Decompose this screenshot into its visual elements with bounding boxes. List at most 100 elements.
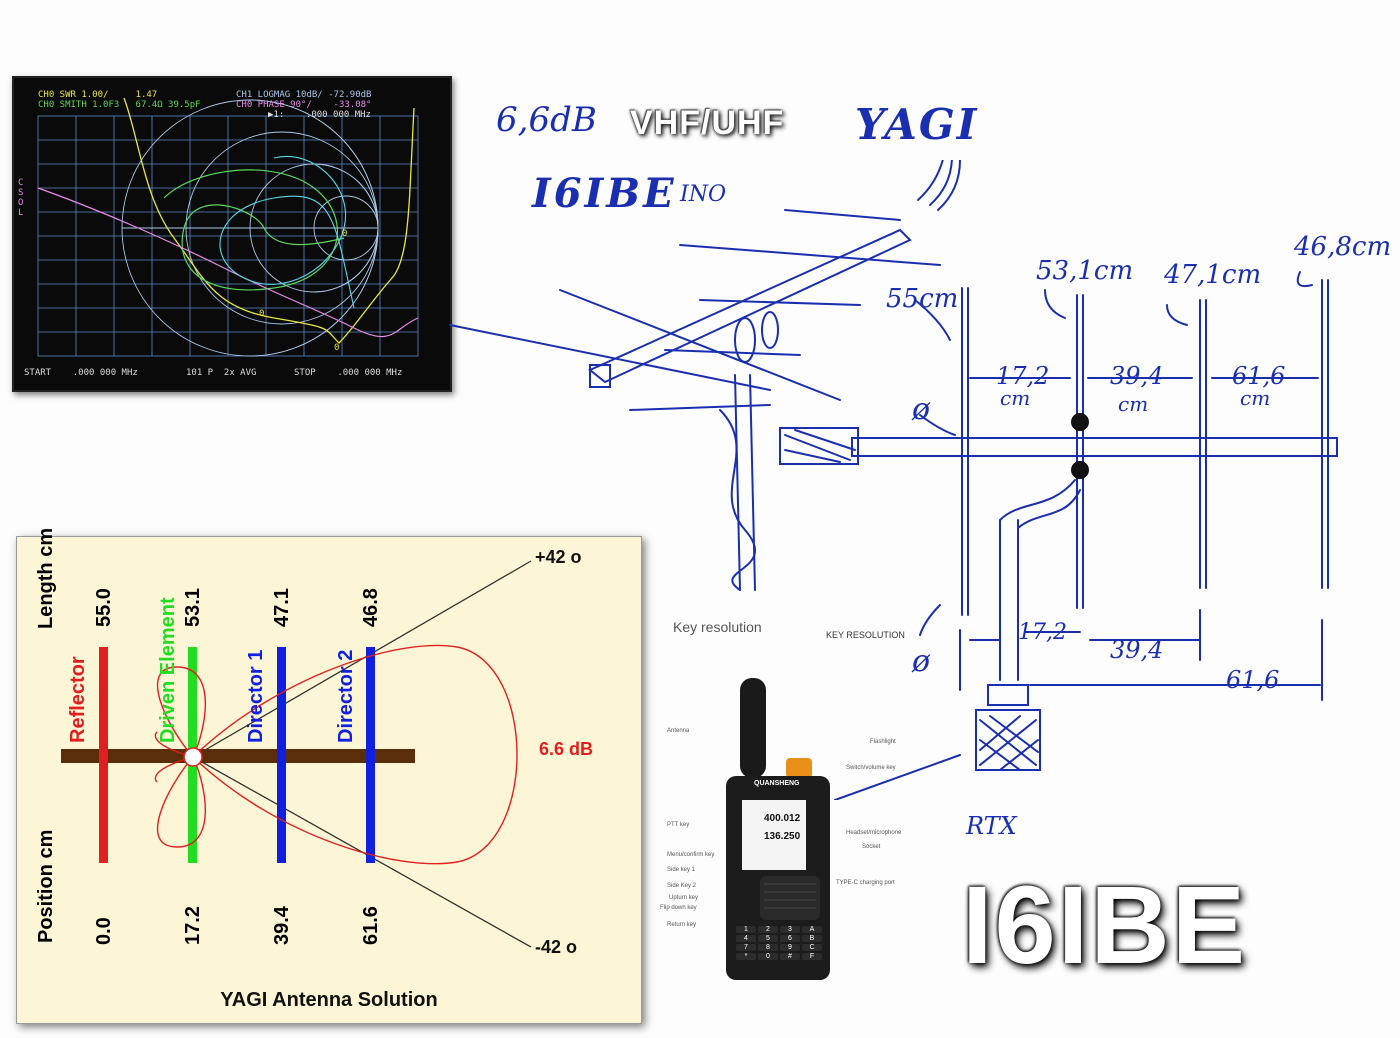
logmag-trace <box>163 169 345 291</box>
side-boom <box>851 437 1338 457</box>
length-value-director1: 47.1 <box>271 588 293 627</box>
position-value-director2: 61.6 <box>360 906 382 945</box>
callout-headset: Headset/microphone <box>846 830 902 836</box>
key-resolution-heading: Key resolution <box>673 619 762 635</box>
key-resolution-heading-right: KEY RESOLUTION <box>826 630 905 640</box>
spacing-top-2: 39,4 <box>1110 362 1164 390</box>
key-8[interactable]: 8 <box>758 944 778 951</box>
smith-chart <box>121 99 379 357</box>
handwritten-callsign: I6IBE <box>532 170 677 217</box>
position-value-director1: 39.4 <box>271 906 293 945</box>
phi-bottom: ø <box>912 644 931 679</box>
key-a[interactable]: A <box>802 926 822 933</box>
connector <box>975 709 1041 771</box>
handwritten-ino: INO <box>680 182 726 207</box>
phi-top: ø <box>912 392 931 427</box>
perspective-element <box>449 324 771 391</box>
callout-side1: Side key 1 <box>667 867 696 873</box>
headline-type: YAGI <box>855 100 979 149</box>
key-f[interactable]: F <box>802 953 822 960</box>
vna-smith-readout: CH0 SMITH 1.0F3 67.4Ω 39.5pF <box>38 100 201 110</box>
coax-cable <box>999 519 1019 681</box>
solution-director1 <box>277 647 286 863</box>
callout-switch: Switch/volume key <box>846 765 896 771</box>
label-driven: Driven Element <box>157 597 179 743</box>
callout-antenna: Antenna <box>667 728 690 734</box>
spacing-bottom-2: 39,4 <box>1110 636 1164 664</box>
rtx-label: RTX <box>966 812 1017 840</box>
key-hash[interactable]: # <box>780 953 800 960</box>
vna-phase-readout: CH0 PHASE 90°/ -33.08° <box>236 100 372 110</box>
feed-point-top <box>1071 413 1089 431</box>
yagi-sketch <box>449 160 1338 800</box>
vna-swr-readout: CH0 SWR 1.00/ 1.47 <box>38 90 158 100</box>
key-9[interactable]: 9 <box>780 944 800 951</box>
callout-typec: TYPE-C charging port <box>836 880 895 886</box>
vna-start-freq: START .000 000 MHz <box>24 368 138 378</box>
key-1[interactable]: 1 <box>736 926 756 933</box>
key-4[interactable]: 4 <box>736 935 756 942</box>
length-reflector: 55cm <box>886 284 959 314</box>
callout-ptt: PTT key <box>667 822 690 828</box>
radio-keypad: 1 2 3 A 4 5 6 B 7 8 9 C * 0 # F <box>736 926 822 960</box>
angle-bottom-label: -42 o <box>535 937 578 957</box>
callout-side2: Side Key 2 <box>667 883 697 889</box>
key-star[interactable]: * <box>736 953 756 960</box>
feed-point-bottom <box>1071 461 1089 479</box>
length-director2: 46,8cm <box>1294 232 1392 262</box>
label-director2: Director 2 <box>335 649 357 743</box>
callout-return: Return key <box>667 922 697 928</box>
vna-stop-freq: STOP .000 000 MHz <box>294 368 403 378</box>
vna-points-avg: 101 P 2x AVG <box>186 368 257 378</box>
spacing-unit-3: cm <box>1240 386 1271 410</box>
radio-freq1: 400.012 <box>764 813 801 824</box>
radio-freq2: 136.250 <box>764 831 801 842</box>
perspective-boom <box>588 228 912 384</box>
key-6[interactable]: 6 <box>780 935 800 942</box>
key-7[interactable]: 7 <box>736 944 756 951</box>
key-5[interactable]: 5 <box>758 935 778 942</box>
vna-marker-freq: ▶1: .000 000 MHz <box>268 110 371 120</box>
phase-trace <box>37 187 419 338</box>
radio-antenna <box>740 678 766 778</box>
position-axis-label: Position cm <box>35 829 57 943</box>
solution-title: YAGI Antenna Solution <box>220 989 438 1011</box>
length-driven: 53,1cm <box>1036 256 1134 286</box>
vna-grid <box>37 115 419 357</box>
marker-swr: 0 <box>334 343 339 353</box>
key-3[interactable]: 3 <box>780 926 800 933</box>
vna-screen-photo: 0 0 0 CH0 SWR 1.00/ 1.47 CH0 SMITH 1.0F3… <box>12 76 452 392</box>
wave-icon <box>917 160 944 201</box>
callsign-title: I6IBE <box>962 864 1248 987</box>
spacing-unit-1: cm <box>1000 386 1031 410</box>
headline-band: VHF/UHF <box>630 104 785 142</box>
spacing-bottom-1: 17,2 <box>1018 620 1067 645</box>
length-value-director2: 46.8 <box>360 588 382 627</box>
key-b[interactable]: B <box>802 935 822 942</box>
mast <box>734 374 741 591</box>
marker-0: 0 <box>259 309 264 319</box>
feed-circle <box>183 747 203 767</box>
yagi-solution-panel: Length cm Position cm 55.0 53.1 47.1 46.… <box>16 528 642 1024</box>
vna-plot: 0 0 0 <box>37 97 419 357</box>
smith-trace <box>219 155 355 309</box>
solution-director2 <box>366 647 375 863</box>
spacing-top-3: 61,6 <box>1232 362 1286 390</box>
solution-boom <box>61 749 415 763</box>
length-director1: 47,1cm <box>1164 260 1262 290</box>
length-value-reflector: 55.0 <box>93 588 115 627</box>
callout-flashlight: Flashlight <box>870 739 896 745</box>
radiation-pattern <box>154 644 518 865</box>
key-c[interactable]: C <box>802 944 822 951</box>
swr-trace <box>123 97 415 344</box>
position-value-reflector: 0.0 <box>93 917 115 945</box>
marker-smith: 0 <box>342 229 347 239</box>
angle-top-label: +42 o <box>535 547 582 567</box>
volume-knob <box>786 758 812 778</box>
spacing-unit-2: cm <box>1118 392 1149 416</box>
key-2[interactable]: 2 <box>758 926 778 933</box>
key-0[interactable]: 0 <box>758 953 778 960</box>
length-value-driven: 53.1 <box>182 588 204 627</box>
radio-brand: QUANSHENG <box>754 780 800 787</box>
radio-speaker-grille <box>760 876 820 920</box>
